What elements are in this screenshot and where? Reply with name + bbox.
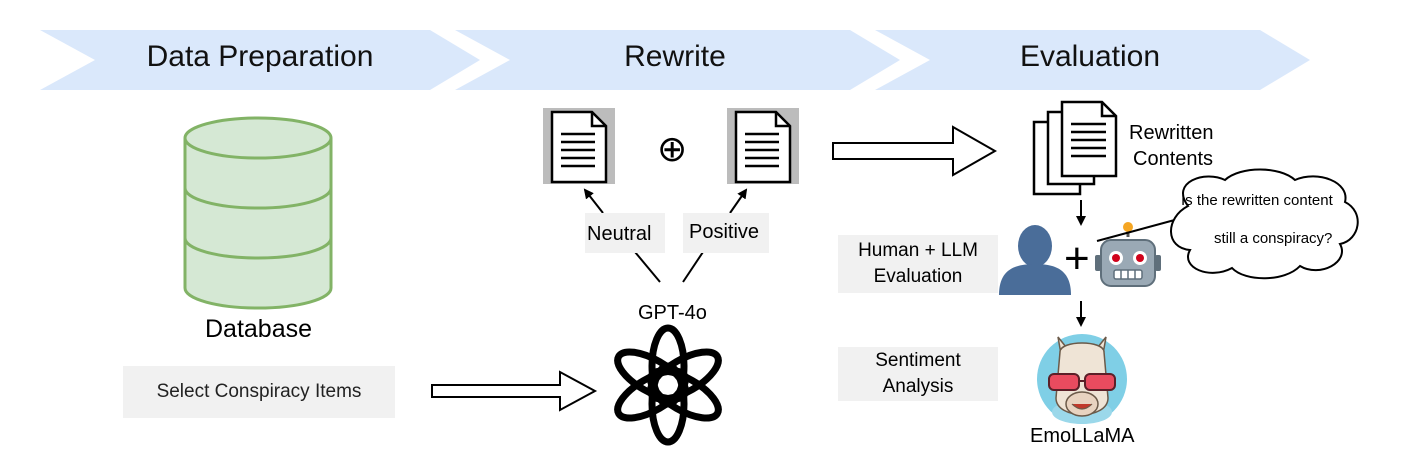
neutral-document-icon bbox=[543, 108, 615, 184]
sentiment-label-line1: Sentiment bbox=[875, 350, 961, 371]
positive-box bbox=[683, 213, 769, 253]
neutral-label: Neutral bbox=[587, 223, 652, 245]
rewritten-contents-label-line2: Contents bbox=[1133, 148, 1214, 170]
cloud-question-line1: Is the rewritten content bbox=[1181, 192, 1333, 209]
robot-icon bbox=[1095, 222, 1161, 287]
sentiment-box bbox=[838, 347, 998, 401]
rewritten-contents-label-line1: Rewritten bbox=[1129, 122, 1214, 144]
stage-banner-rewrite bbox=[455, 30, 900, 90]
openai-logo-icon bbox=[614, 324, 722, 446]
stage-banner-evaluation bbox=[875, 30, 1310, 90]
arrow-neutral-to-doc bbox=[583, 188, 604, 214]
human-llm-box bbox=[838, 235, 998, 293]
select-conspiracy-items-label: Select Conspiracy Items bbox=[156, 381, 362, 402]
emollama-mascot-icon bbox=[1037, 334, 1127, 424]
emollama-label: EmoLLaMA bbox=[1030, 425, 1135, 447]
database-label: Database bbox=[205, 315, 313, 343]
neutral-box bbox=[585, 213, 665, 253]
select-conspiracy-items-box: Select Conspiracy Items bbox=[123, 366, 395, 418]
combine-symbol: ⊕ bbox=[657, 128, 688, 169]
database-icon bbox=[183, 116, 333, 310]
person-icon bbox=[999, 225, 1071, 295]
arrow-rewrite-to-evaluation bbox=[832, 125, 998, 177]
line-gpt-to-neutral bbox=[634, 251, 661, 283]
human-llm-label-line2: Evaluation bbox=[873, 266, 963, 287]
sentiment-label-line2: Analysis bbox=[882, 376, 954, 397]
stage-banner-data-preparation bbox=[40, 30, 480, 90]
plus-symbol: + bbox=[1064, 234, 1090, 283]
gpt-4o-label: GPT-4o bbox=[638, 302, 707, 324]
stage-title-data-preparation: Data Preparation bbox=[146, 40, 374, 73]
thought-cloud bbox=[1170, 168, 1359, 280]
arrow-select-to-gpt bbox=[431, 370, 598, 412]
arrow-positive-to-doc bbox=[729, 188, 748, 214]
rewritten-documents-icon bbox=[1032, 100, 1118, 196]
positive-document-icon bbox=[727, 108, 799, 184]
stage-title-evaluation: Evaluation bbox=[1019, 40, 1161, 73]
cloud-question-line2: still a conspiracy? bbox=[1214, 230, 1333, 247]
line-gpt-to-positive bbox=[682, 251, 704, 283]
stage-title-rewrite: Rewrite bbox=[624, 40, 726, 73]
positive-label: Positive bbox=[689, 221, 760, 243]
speech-line bbox=[1096, 217, 1183, 242]
human-llm-label-line1: Human + LLM bbox=[858, 240, 978, 261]
